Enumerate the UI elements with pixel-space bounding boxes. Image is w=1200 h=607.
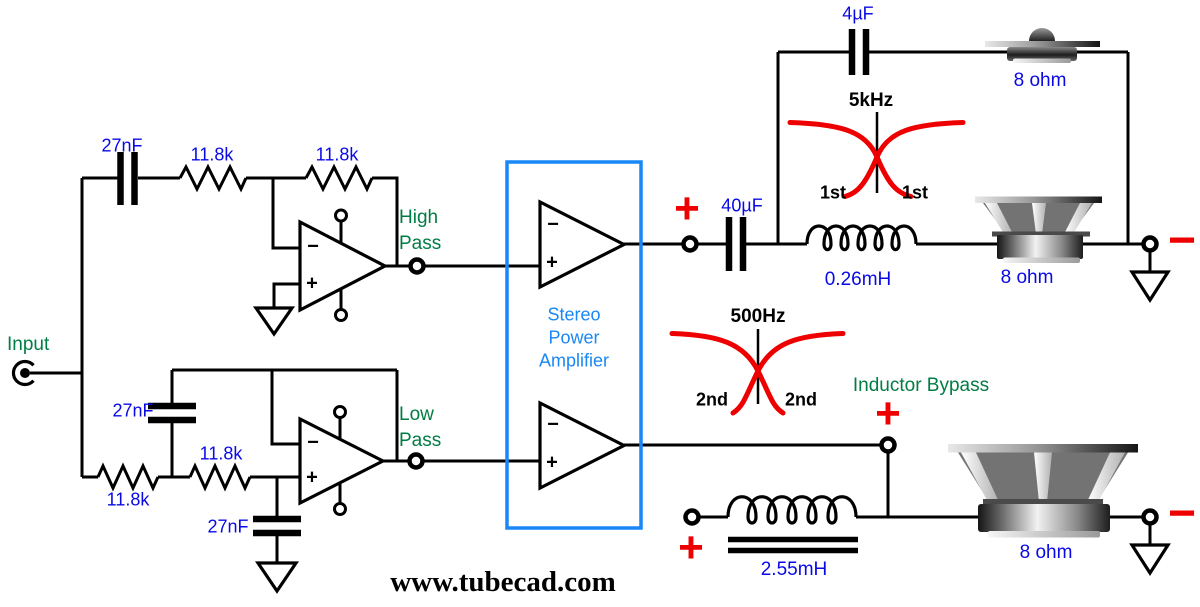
crossover-5k-order-right: 1st — [901, 182, 929, 203]
lp-ground-icon — [254, 561, 300, 594]
lp-resistor-r1 — [96, 462, 160, 492]
hp-r1-value: 11.8k — [190, 144, 234, 165]
low-branch-ground-icon — [1129, 543, 1171, 576]
high-branch-minus-mark: − — [1167, 213, 1197, 267]
hp-opamp-inv-pin-label: − — [307, 235, 319, 258]
crossover-5k-highpass-curve — [842, 120, 966, 199]
hp-cap-value: 27nF — [101, 135, 143, 156]
power-amp-section — [505, 160, 880, 530]
low-pass-line1: Low — [399, 404, 434, 425]
low-pass-line2: Pass — [399, 430, 442, 451]
hp-input-cap — [117, 152, 138, 205]
power-amp-title-line3: Amplifier — [538, 350, 610, 371]
lp-r1-value: 11.8k — [106, 489, 150, 510]
amp-bottom-noninv-pin-label: + — [546, 451, 558, 474]
hp-wires — [30, 176, 540, 477]
coupling-cap-value: 40µF — [721, 195, 763, 216]
hp-resistor-r1 — [178, 163, 248, 193]
lp-series-cap — [148, 402, 196, 424]
low-branch-minus-mark: − — [1167, 486, 1197, 540]
high-pass-line1: High — [399, 207, 439, 228]
lp-series-cap-value: 27nF — [112, 400, 154, 421]
lp-shunt-cap-value: 27nF — [207, 516, 249, 537]
amp-top-noninv-pin-label: + — [546, 251, 558, 274]
crossover-5k-freq: 5kHz — [848, 90, 894, 112]
inductor-input-terminal — [683, 508, 701, 526]
low-pass-node-label: Low Pass — [399, 402, 441, 454]
amp-top-inv-pin-label: − — [547, 213, 559, 236]
lp-resistor-r2 — [188, 462, 252, 492]
hp-opamp-vplus-pin — [334, 208, 348, 223]
crossover-500-lowpass-curve — [669, 331, 786, 416]
amp-bottom-inv-pin-label: − — [547, 413, 559, 436]
high-pass-filter-section — [30, 152, 540, 477]
input-jack — [11, 359, 35, 387]
tweeter-cap-4uF — [848, 29, 870, 75]
lp-opamp-vminus-pin — [333, 502, 347, 516]
hp-ground-icon — [252, 306, 296, 337]
tweeter-impedance: 8 ohm — [1013, 70, 1067, 92]
tweeter-icon — [985, 28, 1100, 63]
low-branch-minus-terminal — [1141, 508, 1159, 526]
woofer-impedance: 8 ohm — [1019, 542, 1073, 564]
inductor-bypass-label: Inductor Bypass — [852, 375, 990, 397]
inductor-bypass-terminal — [879, 436, 897, 454]
woofer-speaker-icon — [948, 444, 1138, 538]
power-amp-title-line1: Stereo — [547, 304, 601, 325]
low-branch-section — [683, 436, 1171, 576]
hp-opamp-vminus-pin — [334, 308, 348, 322]
lp-opamp-noninv-pin-label: + — [306, 466, 318, 489]
crossover-500-order-left: 2nd — [695, 389, 729, 410]
lp-opamp-vplus-pin — [333, 405, 347, 419]
lp-output-terminal — [407, 452, 425, 470]
low-pass-filter-section — [82, 368, 540, 594]
amp-top-plus-terminal — [681, 235, 699, 253]
hp-opamp-noninv-pin-label: + — [306, 272, 318, 295]
lp-shunt-cap — [253, 515, 301, 537]
midrange-speaker-icon — [975, 196, 1102, 263]
website-watermark: www.tubecad.com — [390, 565, 616, 598]
high-pass-node-label: High Pass — [399, 205, 441, 257]
power-amp-box — [505, 160, 643, 530]
crossover-5k-lowpass-curve — [787, 120, 914, 199]
lp-opamp-inv-pin-label: − — [307, 431, 319, 454]
inductor-input-plus-mark: + — [678, 522, 704, 572]
tweeter-cap-value: 4µF — [842, 3, 874, 24]
hp-output-terminal — [408, 257, 426, 275]
high-branch-section — [681, 29, 1171, 303]
high-pass-line2: Pass — [399, 233, 442, 254]
coupling-cap-40uF — [725, 217, 747, 271]
bypass-plus-mark: + — [875, 388, 901, 438]
lp-wires — [82, 368, 540, 563]
hp-r2-value: 11.8k — [315, 144, 359, 165]
crossover-graphs — [669, 112, 966, 416]
power-amp-title: Stereo Power Amplifier — [539, 304, 609, 373]
low-branch-wires — [700, 453, 1152, 545]
crossover-500-order-right: 2nd — [784, 389, 818, 410]
iron-core-bars — [728, 536, 858, 554]
crossover-500-freq: 500Hz — [730, 306, 786, 328]
high-branch-minus-terminal — [1141, 235, 1159, 253]
high-branch-ground-icon — [1129, 270, 1171, 303]
input-label: Input — [7, 334, 50, 355]
high-branch-plus-mark: + — [674, 183, 700, 233]
amp-bottom-triangle — [538, 400, 628, 491]
inductor-0_26mH-value: 0.26mH — [824, 269, 892, 291]
hp-opamp-triangle — [298, 219, 389, 313]
power-amp-title-line2: Power — [548, 327, 600, 348]
inductor-2_55mH-value: 2.55mH — [760, 559, 828, 581]
amp-output-wires — [624, 242, 880, 447]
hp-resistor-r2 — [304, 163, 374, 193]
crossover-500-highpass-curve — [730, 331, 846, 416]
lp-opamp-triangle — [298, 416, 387, 506]
crossover-5k-order-left: 1st — [819, 182, 847, 203]
mid-impedance: 8 ohm — [1000, 267, 1054, 289]
inductor-2_55mH — [726, 495, 858, 525]
lp-r2-value: 11.8k — [199, 443, 243, 464]
inductor-0_26mH — [805, 224, 918, 252]
amp-top-triangle — [538, 199, 628, 290]
